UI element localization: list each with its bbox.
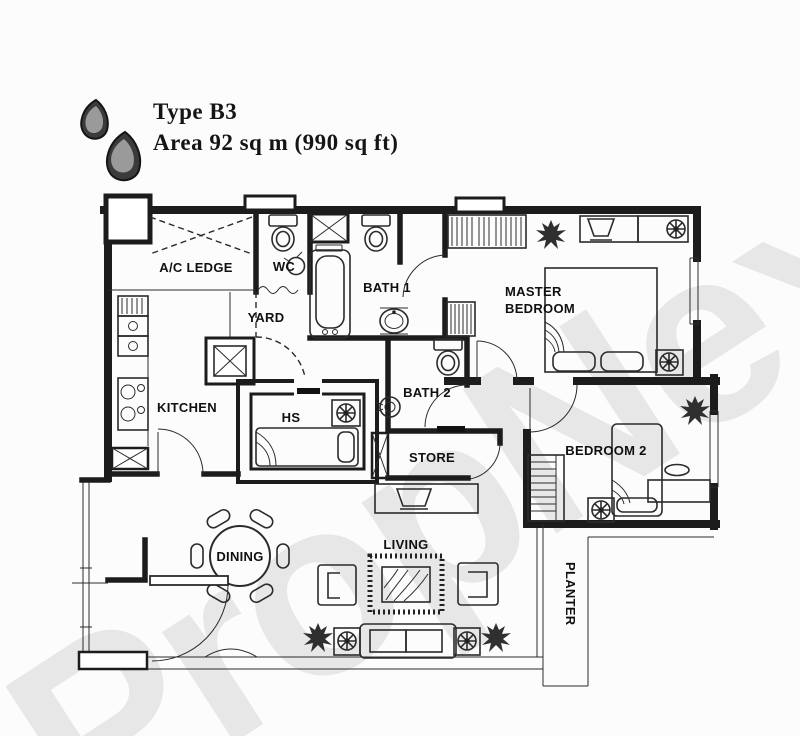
- table-lamp-icon: [337, 631, 357, 651]
- tv-console-icon: [374, 483, 479, 514]
- bath2-door-arc: [424, 384, 468, 428]
- single-bed-icon: [611, 423, 663, 517]
- column-protrusion-2: [454, 196, 506, 214]
- hs-door-threshold: [297, 388, 320, 394]
- stove-icon: [117, 377, 149, 431]
- round-basin-icon: [375, 396, 401, 418]
- kitchen: [110, 295, 204, 475]
- bath2-room: [375, 338, 468, 432]
- room-label-wc: WC: [273, 259, 296, 274]
- wardrobe-icon: [447, 214, 527, 249]
- bath1-room: [308, 212, 446, 339]
- nightstand: [655, 349, 684, 376]
- entrance-door-arc: [151, 584, 229, 662]
- agency-leaf-logo: [80, 98, 142, 182]
- room-label-kitchen: KITCHEN: [157, 400, 217, 415]
- room-label-master-line1: MASTER: [505, 284, 562, 299]
- corner-column: [103, 193, 153, 245]
- side-table: [333, 627, 361, 656]
- hs-vent-box: [331, 399, 361, 427]
- rug-icon: [367, 553, 445, 615]
- store-shaft: [370, 431, 390, 480]
- side-table: [453, 627, 481, 656]
- household-shelter: [236, 377, 379, 484]
- windows: [72, 257, 719, 687]
- nightstand: [587, 497, 615, 523]
- table-lamp-icon: [666, 219, 686, 239]
- dining-set: [190, 506, 290, 606]
- master-door-arc: [476, 340, 518, 382]
- table-lamp-icon: [457, 631, 477, 651]
- room-label-bedroom2: BEDROOM 2: [565, 443, 646, 458]
- store-door-arc: [469, 442, 501, 480]
- yard: [204, 292, 307, 388]
- duct-shaft: [308, 212, 350, 244]
- desk-icon: [647, 463, 711, 503]
- armchair-icon: [317, 564, 357, 606]
- plan-type-title: Type B3: [153, 99, 238, 124]
- curtain-squiggle: [257, 286, 299, 294]
- bedside-lamp-icon: [659, 352, 679, 372]
- bedroom2: [527, 384, 711, 523]
- room-label-living: LIVING: [383, 537, 428, 552]
- washing-machine-icon: [204, 336, 256, 386]
- room-label-dining: DINING: [216, 549, 263, 564]
- kitchen-door-arc: [157, 428, 204, 475]
- bedroom2-door-arc: [529, 384, 578, 433]
- room-label-store: STORE: [409, 450, 455, 465]
- room-label-hs: HS: [282, 410, 301, 425]
- armchair-icon: [457, 562, 499, 606]
- living-room: [303, 483, 511, 659]
- toilet-icon: [268, 214, 298, 252]
- wardrobe-icon: [527, 454, 565, 522]
- room-label-planter: PLANTER: [563, 562, 578, 626]
- master-bedroom: [446, 214, 689, 382]
- room-label-bath2: BATH 2: [403, 385, 451, 400]
- store-room: [370, 431, 501, 480]
- kitchen-sink-icon: [117, 295, 149, 357]
- dressing-table-icon: [579, 215, 689, 243]
- column-protrusion-1: [243, 194, 297, 212]
- bath1-door-arc: [402, 254, 446, 298]
- wardrobe-icon: [446, 301, 476, 337]
- plant-icon: [536, 220, 566, 249]
- entrance-door-leaf: [149, 575, 229, 586]
- main-entrance: [149, 575, 229, 662]
- dining-table: [209, 525, 271, 587]
- basin-icon: [379, 307, 409, 335]
- room-label-master-line2: BEDROOM: [505, 301, 575, 316]
- room-label-yard: YARD: [248, 310, 285, 325]
- ac-ledge: [108, 216, 256, 291]
- bathtub-icon: [309, 249, 351, 339]
- bedside-lamp-icon: [591, 500, 611, 520]
- wc-room: [257, 214, 306, 294]
- double-bed-icon: [544, 267, 658, 373]
- bath2-threshold: [437, 426, 465, 432]
- room-label-bath1: BATH 1: [363, 280, 411, 295]
- toilet-icon: [361, 214, 391, 252]
- single-bed-icon: [255, 427, 359, 467]
- plan-area-subtitle: Area 92 sq m (990 sq ft): [153, 130, 399, 155]
- vent-fan-icon: [336, 403, 356, 423]
- room-label-ac-ledge: A/C LEDGE: [159, 260, 233, 275]
